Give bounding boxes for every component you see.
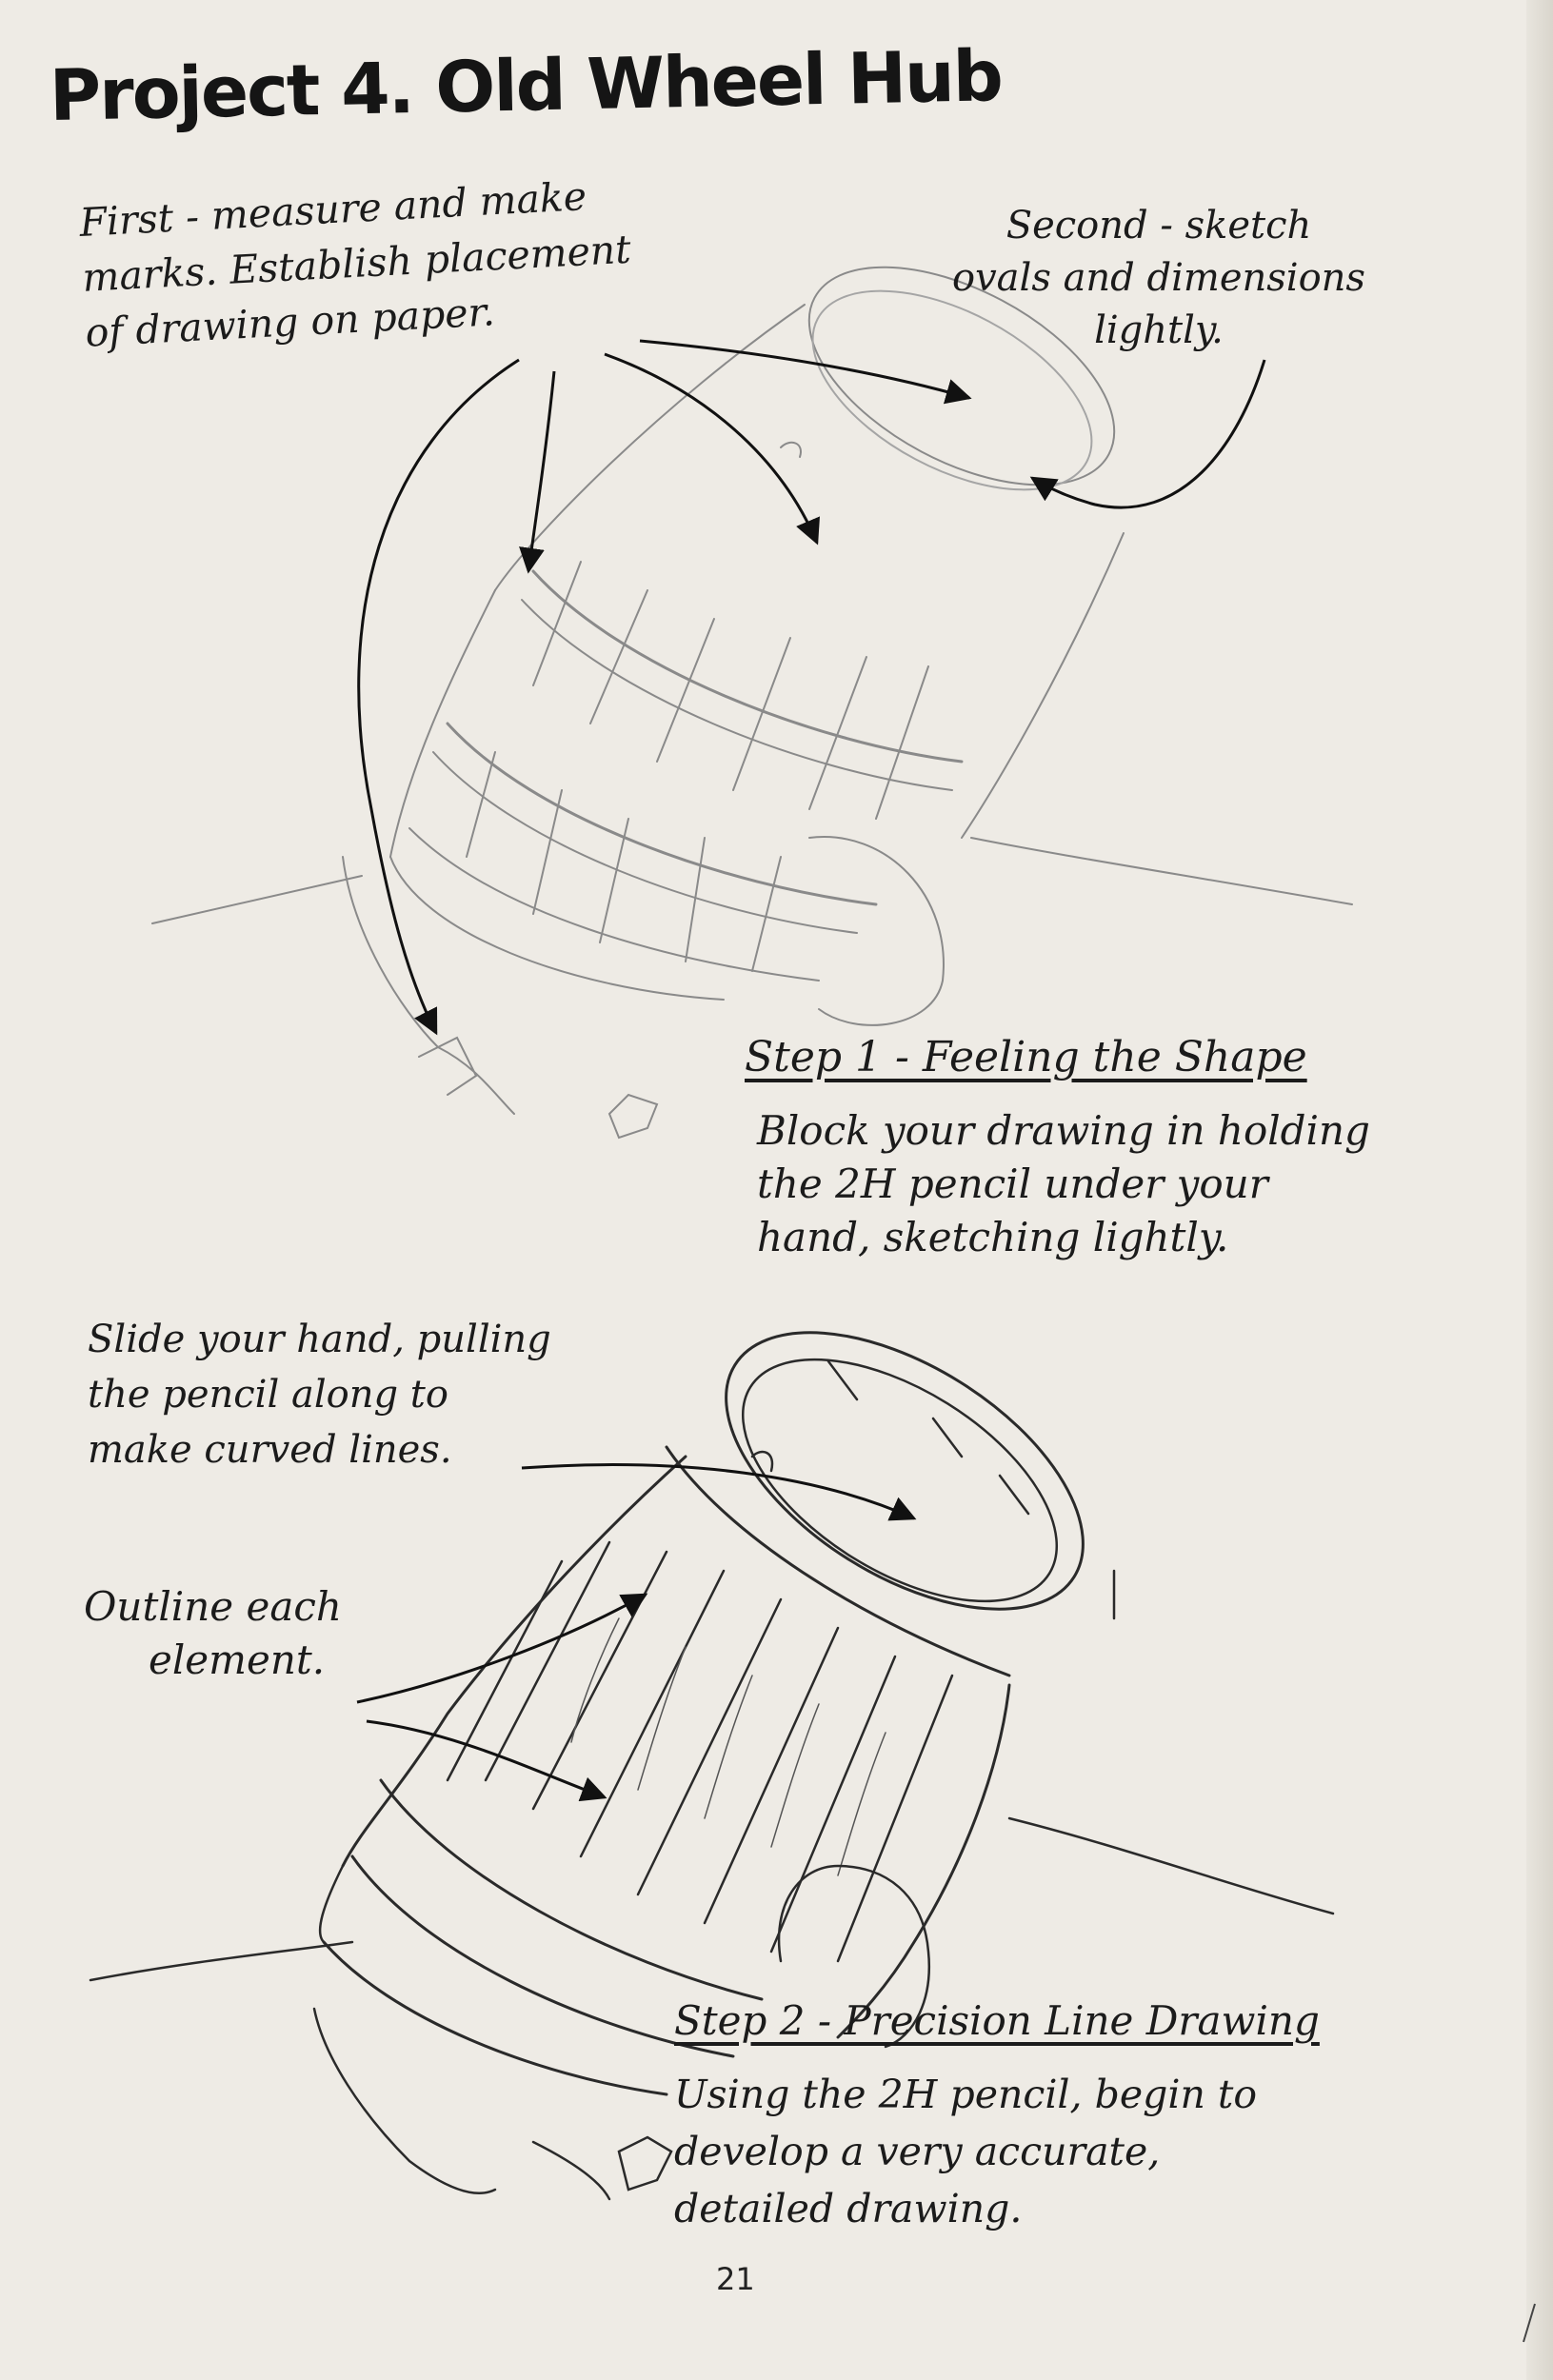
step1-heading: Step 1 - Feeling the Shape [745, 1033, 1307, 1081]
step1-line: hand, sketching lightly. [757, 1214, 1229, 1260]
note-line: make curved lines. [88, 1428, 452, 1472]
note-line: Slide your hand, pulling [88, 1318, 551, 1361]
step2-heading: Step 2 - Precision Line Drawing [674, 1997, 1320, 2044]
page-edge [1526, 0, 1553, 2380]
note-first-measure: First - measure and make marks. Establis… [78, 167, 635, 361]
step2-arrows [356, 1463, 917, 1802]
step1-line: the 2H pencil under your [757, 1160, 1268, 1207]
step1-text: Block your drawing in holding the 2H pen… [757, 1104, 1370, 1264]
note-line: element. [149, 1636, 326, 1683]
note-second-sketch: Second - sketch ovals and dimensions lig… [952, 200, 1365, 357]
note-line: Second - sketch [1005, 204, 1312, 248]
note-outline-element: Outline each element. [84, 1580, 342, 1687]
page-corner-mark [1523, 2303, 1536, 2343]
note-slide-hand: Slide your hand, pulling the pencil alon… [88, 1312, 551, 1478]
step1-line: Block your drawing in holding [757, 1107, 1370, 1154]
step1-arrows [357, 339, 1266, 1036]
note-line: the pencil along to [88, 1373, 448, 1417]
note-line: ovals and dimensions [952, 256, 1365, 300]
note-line: Outline each [84, 1583, 342, 1630]
step2-text: Using the 2H pencil, begin to develop a … [674, 2066, 1257, 2237]
page-number: 21 [716, 2261, 755, 2297]
step2-line: Using the 2H pencil, begin to [674, 2072, 1258, 2117]
detailed-line-drawing-of-wheel-hub [89, 1331, 1335, 2201]
step2-line: develop a very accurate, [674, 2129, 1161, 2174]
note-line: lightly. [1094, 308, 1224, 352]
rough-sketch-of-wheel-hub [151, 266, 1353, 1140]
step2-line: detailed drawing. [674, 2186, 1023, 2231]
